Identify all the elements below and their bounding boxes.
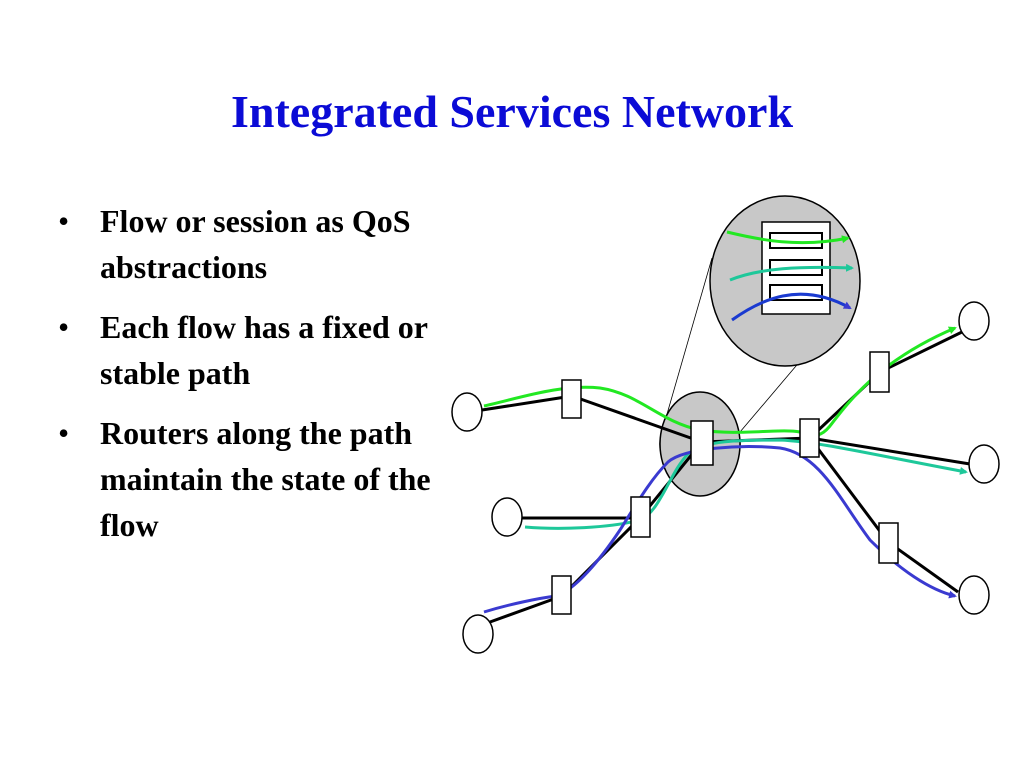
bullet-item: • Each flow has a fixed or stable path bbox=[58, 304, 458, 396]
bullet-text: Each flow has a fixed or stable path bbox=[100, 309, 428, 391]
host-left-top bbox=[451, 392, 483, 432]
bullet-list: • Flow or session as QoS abstractions • … bbox=[58, 198, 458, 562]
link bbox=[879, 330, 963, 374]
link bbox=[887, 540, 959, 594]
link bbox=[489, 594, 563, 624]
router-b bbox=[690, 420, 714, 466]
link bbox=[571, 394, 703, 444]
host-right-top bbox=[958, 301, 990, 341]
bullet-item: • Routers along the path maintain the st… bbox=[58, 410, 458, 548]
router-f bbox=[869, 351, 890, 393]
green-flow-zoom bbox=[726, 230, 850, 245]
link bbox=[808, 437, 890, 543]
bullet-dot: • bbox=[58, 203, 70, 239]
router-d bbox=[551, 575, 572, 615]
link bbox=[481, 394, 573, 412]
router-g bbox=[878, 522, 899, 564]
host-right-bottom bbox=[958, 575, 990, 615]
host-right-middle bbox=[968, 444, 1000, 484]
slide-title: Integrated Services Network bbox=[230, 86, 794, 137]
bullet-dot: • bbox=[58, 415, 70, 451]
router-a bbox=[561, 379, 582, 419]
bullet-text: Flow or session as QoS abstractions bbox=[100, 203, 411, 285]
zoom-line bbox=[662, 257, 713, 429]
bullet-item: • Flow or session as QoS abstractions bbox=[58, 198, 458, 290]
teal-flow-zoom bbox=[729, 263, 854, 282]
green-flow bbox=[483, 326, 957, 437]
host-left-bottom bbox=[462, 614, 494, 654]
host-left-middle bbox=[491, 497, 523, 537]
link bbox=[809, 436, 971, 466]
router-e bbox=[799, 418, 820, 458]
bullet-text: Routers along the path maintain the stat… bbox=[100, 415, 431, 543]
router-c bbox=[630, 496, 651, 538]
blue-flow-zoom bbox=[731, 292, 852, 322]
bullet-dot: • bbox=[58, 309, 70, 345]
